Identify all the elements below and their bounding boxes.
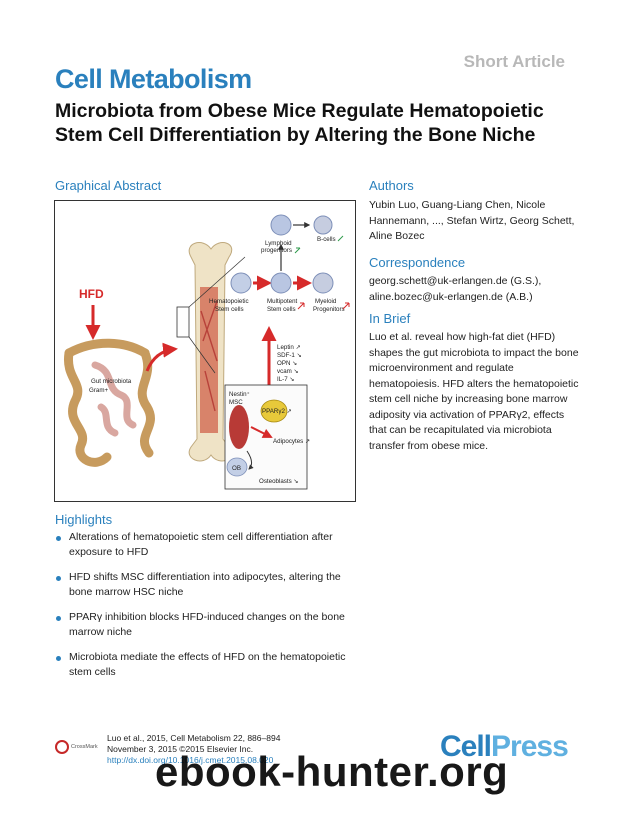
bcell-cell	[313, 215, 333, 235]
in-brief-text: Luo et al. reveal how high-fat diet (HFD…	[369, 331, 579, 452]
myeloid-up-icon	[342, 302, 350, 310]
myeloid-cell	[312, 272, 334, 294]
gut-to-bone-arrow	[145, 342, 178, 372]
lymphoid-label-1: Lymphoid	[265, 240, 292, 247]
authors-list: Yubin Luo, Guang-Liang Chen, Nicole Hann…	[369, 199, 575, 242]
crossmark-label: CrossMark	[71, 744, 98, 750]
correspondence-heading: Correspondence	[369, 255, 466, 270]
article-type-label: Short Article	[463, 52, 565, 71]
bullet-icon	[56, 536, 61, 541]
hfd-label: HFD	[79, 287, 104, 301]
citation-line-2: November 3, 2015 ©2015 Elsevier Inc.	[107, 744, 254, 754]
msc-inset	[224, 384, 308, 490]
hsc-cell	[230, 272, 252, 294]
citation-block: Luo et al., 2015, Cell Metabolism 22, 88…	[107, 733, 280, 766]
mpp-label-1: Multipotent	[267, 298, 298, 305]
highlight-text: Alterations of hematopoietic stem cell d…	[69, 531, 333, 558]
cellpress-logo-part-2: Press	[491, 730, 569, 763]
bullet-icon	[56, 616, 61, 621]
highlight-item: HFD shifts MSC differentiation into adip…	[55, 570, 365, 600]
leptin-label: Leptin ↗	[277, 344, 301, 351]
in-brief-heading: In Brief	[369, 311, 411, 326]
vcam-label: vcam ↘	[277, 368, 299, 375]
crossmark-icon[interactable]	[55, 740, 69, 754]
highlights-heading: Highlights	[55, 512, 113, 527]
citation-line-1: Luo et al., 2015, Cell Metabolism 22, 88…	[107, 733, 281, 743]
lymphoid-label-2: progenitors	[261, 247, 292, 254]
highlights-list: Alterations of hematopoietic stem cell d…	[55, 530, 365, 690]
ppar-label: PPARγ2 ↗	[262, 408, 292, 415]
journal-name: Cell Metabolism	[55, 64, 252, 94]
mpp-cell	[270, 272, 292, 294]
bullet-icon	[56, 656, 61, 661]
highlight-text: HFD shifts MSC differentiation into adip…	[69, 571, 341, 598]
opn-label: OPN ↘	[277, 360, 297, 367]
correspondence-emails[interactable]: georg.schett@uk-erlangen.de (G.S.), alin…	[369, 275, 542, 303]
ob-label: OB	[232, 465, 241, 472]
mpp-label-2: Stem cells	[267, 306, 296, 313]
osteoblasts-label: Osteoblasts ↘	[259, 478, 299, 485]
mpp-up-icon	[297, 302, 305, 310]
highlight-item: Alterations of hematopoietic stem cell d…	[55, 530, 365, 560]
article-title: Microbiota from Obese Mice Regulate Hema…	[55, 100, 544, 146]
bullet-icon	[56, 576, 61, 581]
bone-illustration	[176, 242, 246, 462]
highlight-text: Microbiota mediate the effects of HFD on…	[69, 651, 346, 678]
highlight-item: PPARγ inhibition blocks HFD-induced chan…	[55, 610, 365, 640]
doi-link[interactable]: http://dx.doi.org/10.1016/j.cmet.2015.08…	[107, 755, 274, 765]
sdf1-label: SDF-1 ↘	[277, 352, 302, 359]
myeloid-label-1: Myeloid	[315, 298, 337, 305]
msc-label: MSC	[229, 399, 243, 406]
authors-heading: Authors	[369, 178, 414, 193]
highlight-text: PPARγ inhibition blocks HFD-induced chan…	[69, 611, 345, 638]
gram-label: Gram+	[89, 387, 108, 394]
graphical-abstract-heading: Graphical Abstract	[55, 178, 162, 193]
gut-microbiota-label: Gut microbiota	[91, 378, 132, 385]
graphical-abstract-diagram: HFD Gut microbiota Gram+ Hematopoietic S…	[63, 214, 350, 490]
myeloid-label-2: Progenitors	[313, 306, 345, 313]
graphical-abstract-figure: HFD Gut microbiota Gram+ Hematopoietic S…	[54, 200, 356, 502]
bcell-down-icon	[337, 235, 344, 242]
cellpress-logo-part-1: Cell	[440, 730, 492, 763]
adipocytes-label: Adipocytes ↗	[273, 438, 310, 445]
hsc-label-1: Hematopoietic	[209, 298, 249, 305]
lymphoid-down-icon	[294, 247, 301, 254]
intestine-illustration	[63, 338, 155, 467]
bcell-label: B-cells	[317, 236, 336, 243]
watermark-text: ebook-hunter.org	[155, 748, 509, 795]
nestin-label: Nestin⁺	[229, 391, 250, 398]
highlight-item: Microbiota mediate the effects of HFD on…	[55, 650, 365, 680]
cellpress-logo: CellPress	[440, 730, 569, 764]
lymphoid-cell	[270, 214, 292, 236]
hsc-label-2: Stem cells	[215, 306, 244, 313]
il7-label: IL-7 ↘	[277, 376, 295, 383]
